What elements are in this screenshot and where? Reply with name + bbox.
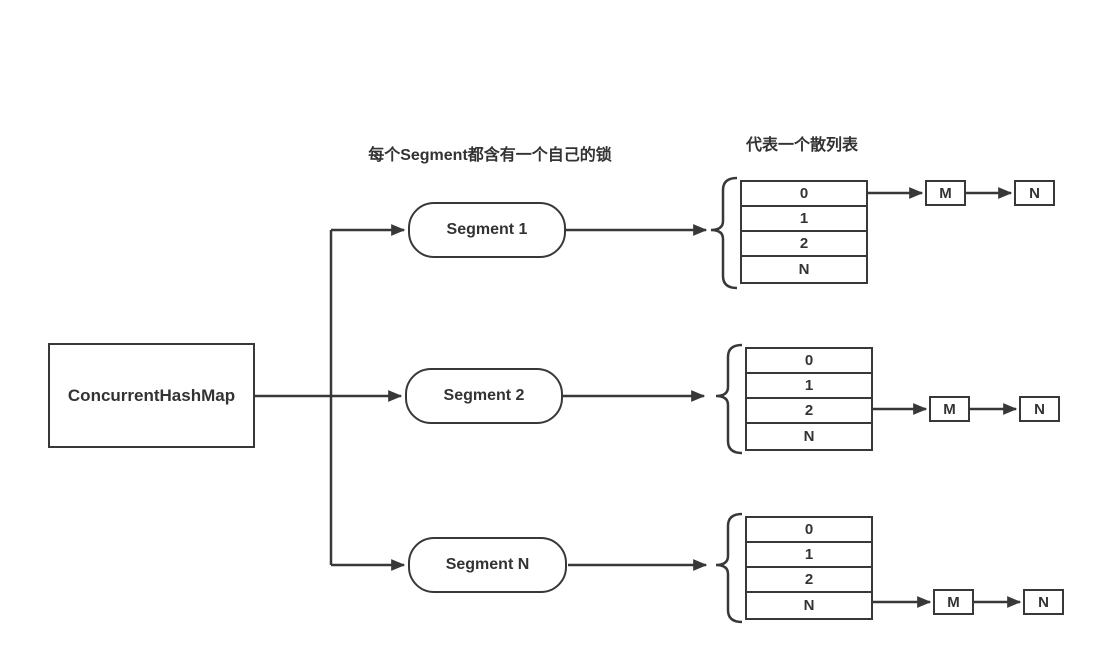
bucket-row: 2 <box>747 568 871 593</box>
brace-table3 <box>715 512 743 624</box>
segment-2-node: Segment 2 <box>405 368 563 424</box>
brace-table1 <box>710 176 738 290</box>
hash-table-caption: 代表一个散列表 <box>745 137 858 154</box>
bucket-row: N <box>803 428 815 445</box>
bucket-row: 0 <box>747 518 871 543</box>
hash-table-3: 0 1 2 N <box>745 516 873 620</box>
bucket-row: N <box>803 597 815 614</box>
linked-node-m: M <box>929 396 970 422</box>
bucket-row: 0 <box>742 182 866 207</box>
bucket-row: 0 <box>747 349 871 374</box>
linked-node-n: N <box>1023 589 1064 615</box>
bucket-row: N <box>798 261 810 278</box>
bucket-row: 2 <box>742 232 866 257</box>
bucket-row: 2 <box>747 399 871 424</box>
bucket-row: 1 <box>742 207 866 232</box>
linked-node-m: M <box>933 589 974 615</box>
linked-node-m: M <box>925 180 966 206</box>
segment-1-node: Segment 1 <box>408 202 566 258</box>
concurrenthashmap-node: ConcurrentHashMap <box>48 343 255 448</box>
bucket-row: 1 <box>747 543 871 568</box>
bucket-row: 1 <box>747 374 871 399</box>
brace-table2 <box>715 343 743 455</box>
linked-node-n: N <box>1014 180 1055 206</box>
segment-lock-caption: 每个Segment都含有一个自己的锁 <box>368 147 612 164</box>
segment-n-node: Segment N <box>408 537 567 593</box>
hash-table-2: 0 1 2 N <box>745 347 873 451</box>
hash-table-1: 0 1 2 N <box>740 180 868 284</box>
linked-node-n: N <box>1019 396 1060 422</box>
